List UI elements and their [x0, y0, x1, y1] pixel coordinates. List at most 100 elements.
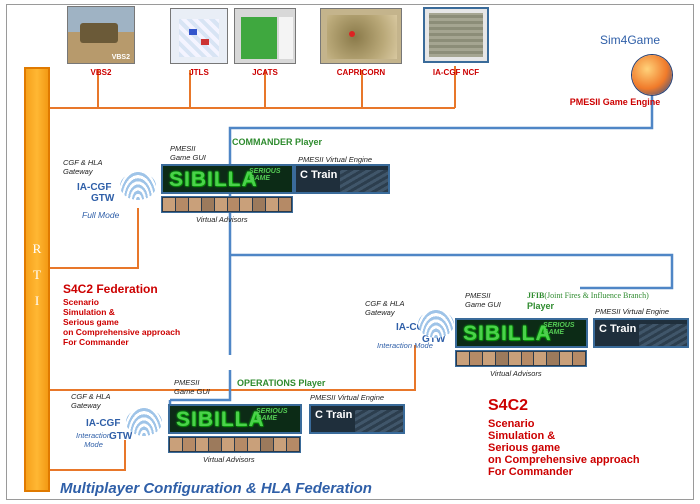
advisor-avatar	[175, 198, 188, 211]
tornado-icon	[126, 408, 162, 436]
label-iacgf-ncf: IA-CGF NCF	[432, 68, 480, 77]
federation-line: on Comprehensive approach	[63, 327, 181, 337]
commander-sibilla-panel[interactable]: SIBILLA SERIOUS GAME	[161, 164, 294, 194]
sibilla-logo: SIBILLA	[176, 408, 265, 431]
gateway-line-1: CGF & HLA	[365, 299, 405, 308]
s4c2-line: Simulation &	[488, 430, 556, 442]
s4c2-line: on Comprehensive approach	[488, 454, 640, 466]
label-capricorn: CAPRICORN	[336, 68, 386, 77]
jfib-player-label: JFIB(Joint Fires & Influence Branch) Pla…	[527, 291, 649, 312]
s4c2-line: For Commander	[488, 466, 573, 478]
jfib-sibilla-panel[interactable]: SIBILLA SERIOUS GAME	[455, 318, 588, 348]
commander-advisors	[161, 196, 293, 213]
jfib-advisors	[455, 350, 587, 367]
label-jcats: JCATS	[252, 68, 278, 77]
federation-line: For Commander	[63, 337, 129, 347]
unit-marker	[201, 39, 209, 45]
terrain-texture	[355, 410, 403, 432]
link-operations-gateway	[50, 440, 126, 471]
jfib-advisors-label: Virtual Advisors	[490, 369, 542, 378]
advisor-avatar	[261, 438, 273, 451]
jfib-abbrev: JFIB	[527, 291, 545, 300]
terrain-texture	[639, 324, 687, 346]
sim4game-title: Sim4Game	[599, 33, 661, 47]
panel-shape	[279, 17, 293, 59]
commander-gateway-label: CGF & HLA Gateway	[63, 158, 102, 176]
operations-iacgf: IA-CGF	[86, 418, 121, 429]
advisor-avatar	[253, 198, 266, 211]
advisor-avatar	[209, 438, 221, 451]
serious-game-tag: SERIOUS GAME	[543, 322, 575, 336]
commander-gui-label: PMESII Game GUI	[170, 144, 206, 162]
ctrain-label: C Train	[599, 323, 637, 335]
link-to-operations	[170, 370, 232, 402]
globe-icon	[632, 55, 672, 95]
sibilla-logo: SIBILLA	[463, 322, 552, 345]
serious-game-tag: SERIOUS GAME	[256, 408, 288, 422]
advisor-avatar	[279, 198, 292, 211]
advisor-avatar	[240, 198, 253, 211]
advisor-avatar	[274, 438, 286, 451]
advisor-avatar	[188, 198, 201, 211]
label-jtls: JTLS	[189, 68, 209, 77]
rti-bar: R T I	[24, 67, 50, 492]
gui-line-1: PMESII	[465, 291, 491, 300]
gateway-line-1: CGF & HLA	[71, 392, 111, 401]
advisor-avatar	[547, 352, 560, 365]
gateway-line-1: CGF & HLA	[63, 158, 103, 167]
operations-gui-label: PMESII Game GUI	[174, 378, 210, 396]
screenshot-jtls	[170, 8, 228, 64]
advisor-avatar	[457, 352, 469, 365]
advisor-avatar	[482, 352, 495, 365]
operations-ctrain-panel[interactable]: C Train	[309, 404, 405, 434]
s4c2-description: Scenario Simulation & Serious game on Co…	[488, 418, 640, 478]
gateway-line-2: Gateway	[71, 401, 101, 410]
jfib-ctrain-panel[interactable]: C Train	[593, 318, 689, 348]
commander-gtw: GTW	[91, 193, 115, 204]
terrain-shape	[241, 17, 277, 59]
operations-player-label: OPERATIONS Player	[237, 378, 326, 388]
rti-letter-i: I	[34, 293, 40, 308]
advisor-avatar	[469, 352, 482, 365]
tornado-icon	[120, 172, 156, 200]
advisor-avatar	[170, 438, 182, 451]
terrain-texture	[340, 170, 388, 192]
unit-marker	[349, 31, 355, 37]
map-shape	[179, 19, 219, 57]
advisor-avatar	[560, 352, 573, 365]
commander-player-label: COMMANDER Player	[232, 137, 323, 147]
screenshot-capricorn	[320, 8, 402, 64]
map-shape	[327, 15, 397, 59]
jfib-mode: Interaction Mode	[377, 341, 433, 350]
s4c2-line: Serious game	[488, 442, 561, 454]
operations-gateway-label: CGF & HLA Gateway	[71, 392, 110, 410]
advisor-avatar	[235, 438, 247, 451]
advisor-avatar	[201, 198, 214, 211]
commander-ctrain-panel[interactable]: C Train	[294, 164, 390, 194]
federation-title: S4C2 Federation	[63, 282, 158, 296]
s4c2-title: S4C2	[488, 397, 529, 414]
advisor-avatar	[534, 352, 547, 365]
screenshot-vbs2: VBS2	[67, 6, 135, 64]
gui-line-1: PMESII	[174, 378, 200, 387]
advisor-avatar	[214, 198, 227, 211]
federation-description: Scenario Simulation & Serious game on Co…	[63, 297, 180, 347]
mode-line-1: Interaction	[76, 431, 112, 440]
operations-advisors-label: Virtual Advisors	[203, 455, 255, 464]
federation-line: Simulation &	[63, 307, 115, 317]
advisor-avatar	[495, 352, 508, 365]
jfib-gui-label: PMESII Game GUI	[465, 291, 501, 309]
federation-line: Serious game	[63, 317, 119, 327]
advisor-avatar	[227, 198, 240, 211]
jfib-gtw: GTW	[422, 334, 446, 345]
operations-sibilla-panel[interactable]: SIBILLA SERIOUS GAME	[168, 404, 302, 434]
ctrain-label: C Train	[300, 169, 338, 181]
rti-letter-t: T	[33, 267, 41, 282]
advisor-avatar	[183, 438, 195, 451]
advisor-avatar	[248, 438, 260, 451]
jfib-iacgf: IA-CGF	[396, 322, 431, 333]
operations-engine-label: PMESII Virtual Engine	[310, 393, 385, 402]
unit-marker	[189, 29, 197, 35]
gui-line-2: Game GUI	[465, 300, 501, 309]
